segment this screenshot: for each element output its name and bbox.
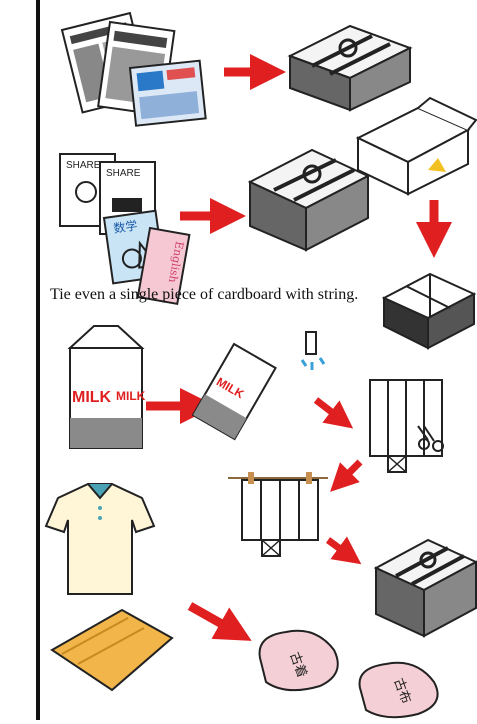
magazine-icon (130, 61, 206, 126)
shirt-icon (46, 484, 154, 594)
arrow-diagonal (328, 540, 350, 556)
water-tap-icon (302, 332, 324, 370)
arrow-diagonal (340, 462, 360, 482)
cut-open-carton-icon (370, 380, 442, 472)
tied-paper-bundle (250, 150, 368, 250)
cloth-bag-icon: 古布 (360, 663, 438, 717)
milk-carton-icon: MILK MILK (70, 326, 146, 448)
caption-text: Tie even a single piece of cardboard wit… (50, 286, 470, 304)
left-border-line (36, 0, 40, 720)
milk-label-side: MILK (116, 389, 146, 403)
milk-label-front: MILK (72, 389, 112, 406)
cardboard-box-icon (358, 98, 476, 194)
cloth-fabric-icon (52, 610, 172, 690)
tied-newspaper-bundle (290, 26, 410, 110)
clothes-bag-icon: 古着 (260, 631, 338, 690)
share-label-1: SHARE (66, 160, 101, 171)
share-label-2: SHARE (106, 168, 141, 179)
arrow-diagonal (190, 606, 236, 632)
drying-cartons-icon (228, 472, 328, 556)
left-margin (0, 0, 38, 720)
rinsed-milk-carton-icon: MILK (193, 344, 276, 439)
tied-carton-bundle (376, 540, 476, 636)
arrow-diagonal (316, 400, 342, 420)
